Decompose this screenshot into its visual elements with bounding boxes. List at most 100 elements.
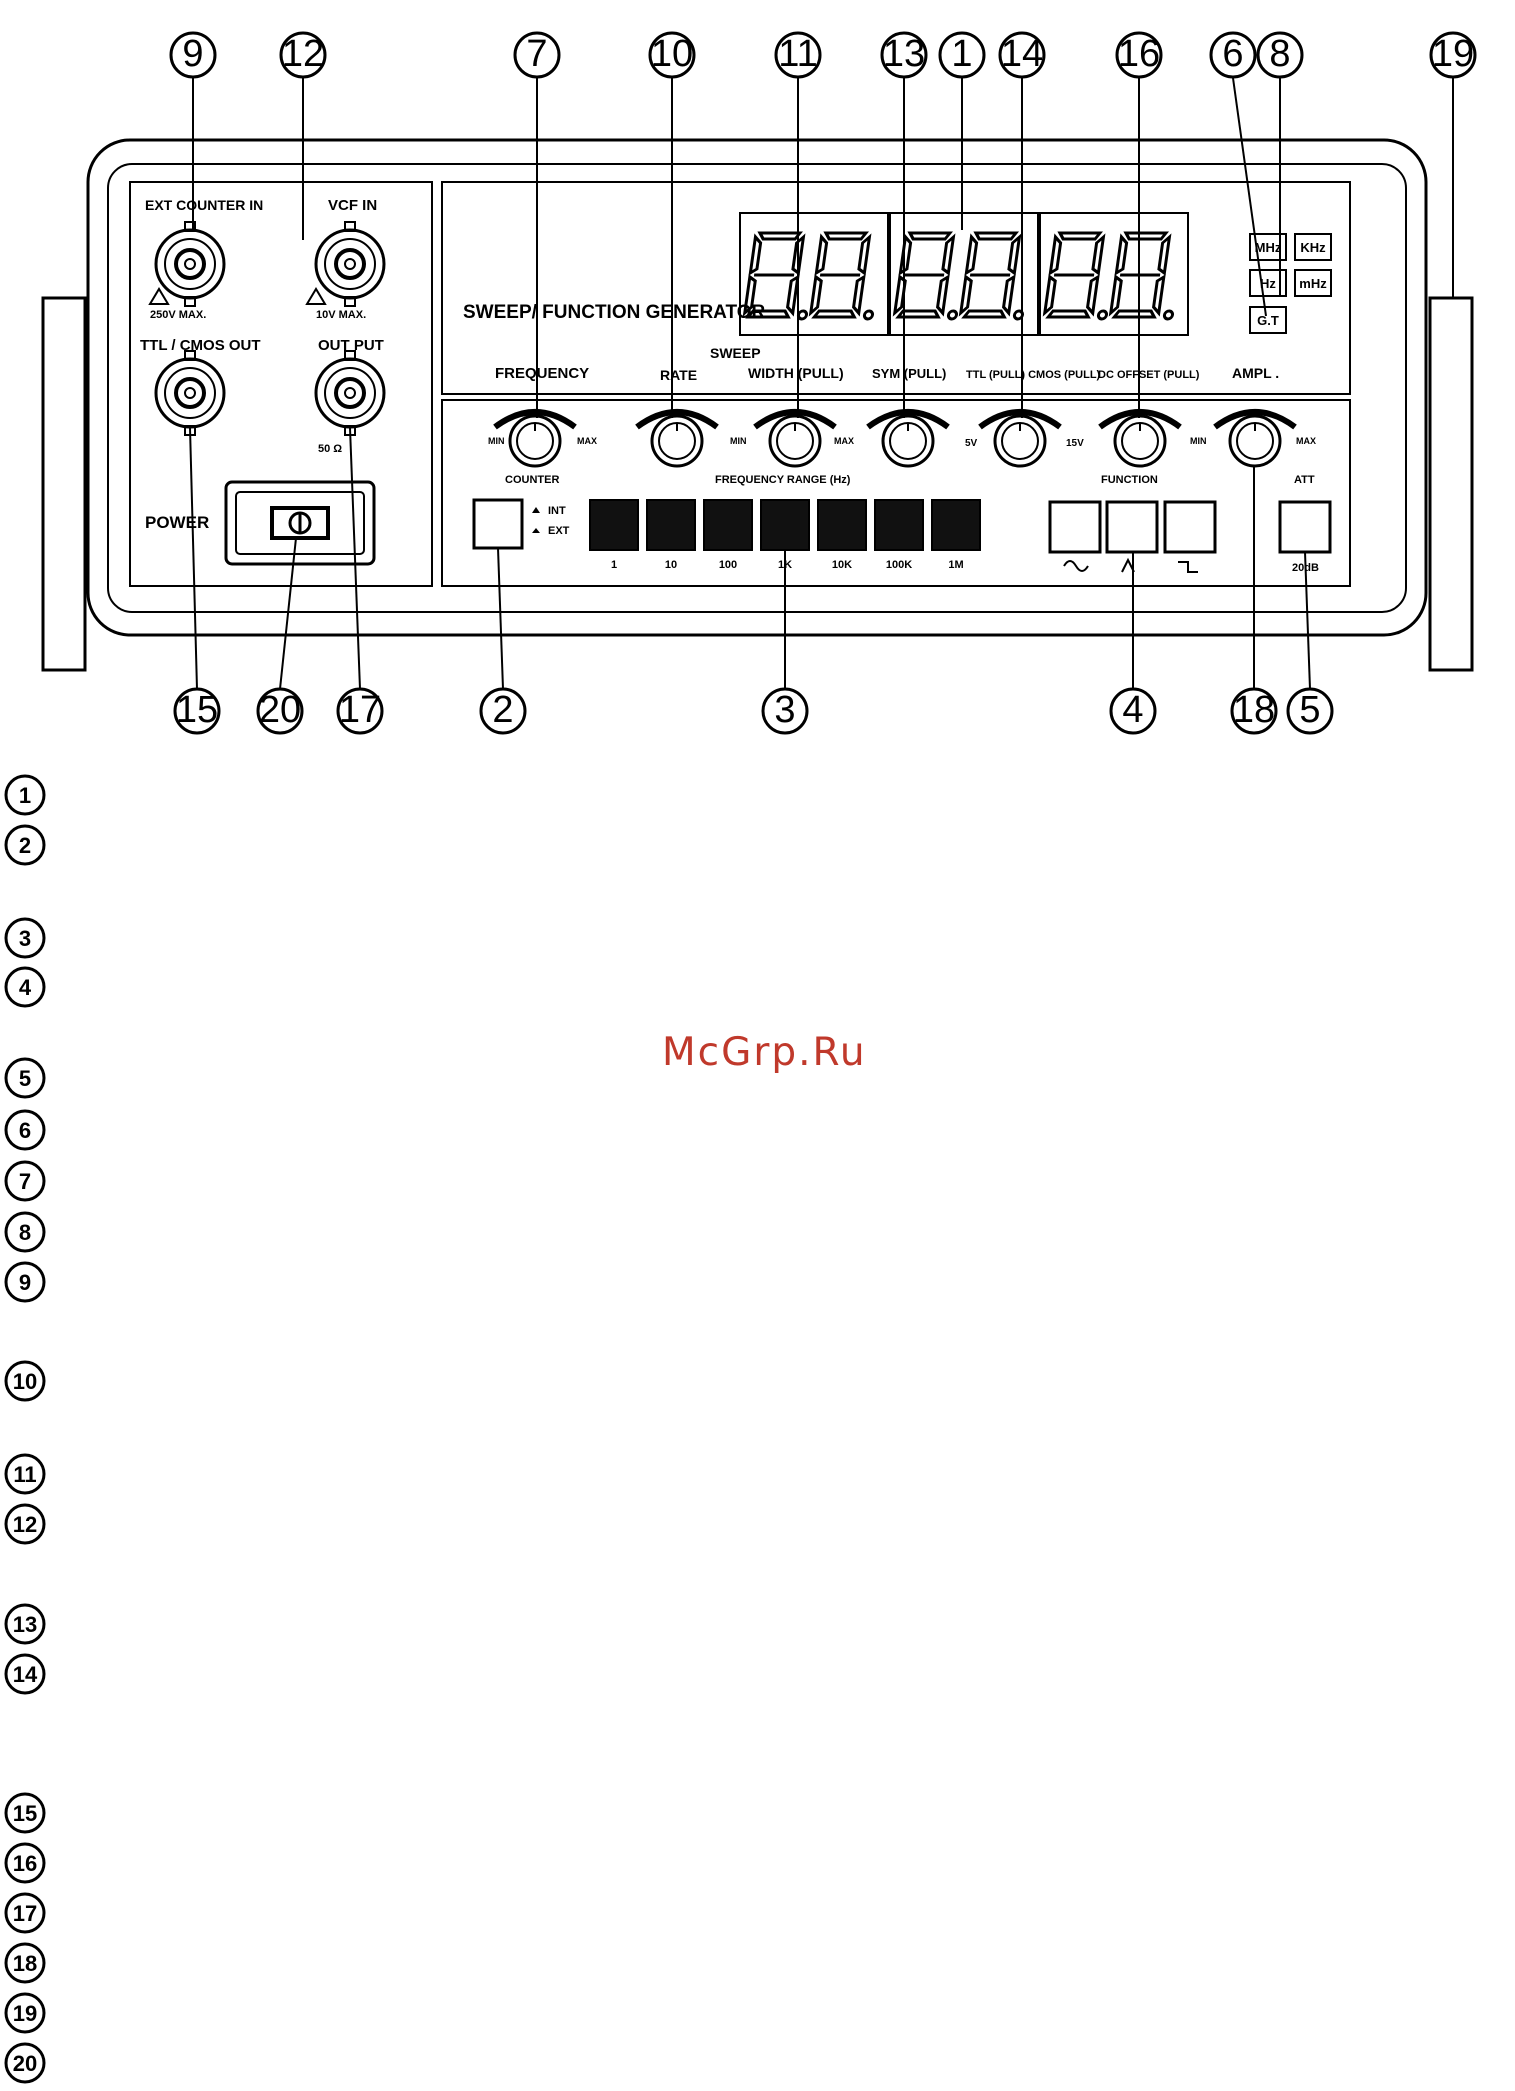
callout-marker: 20 [256, 687, 304, 735]
control-knob[interactable] [978, 409, 1062, 468]
vcf-in-label: VCF IN [328, 197, 377, 214]
dc-offset-knob-label: DC OFFSET (PULL) [1098, 369, 1200, 381]
max-250v-label: 250V MAX. [150, 309, 206, 321]
svg-text:12: 12 [13, 1512, 37, 1537]
digit-display [1039, 212, 1189, 336]
svg-text:20: 20 [259, 689, 301, 731]
function-triangle-button[interactable] [1105, 500, 1159, 554]
control-knob[interactable] [1213, 409, 1297, 468]
unit-indicator [1294, 233, 1332, 261]
att-20db-button[interactable] [1278, 500, 1332, 554]
left-handle [41, 296, 87, 672]
max-label: MAX [1296, 436, 1316, 446]
function-sine-button[interactable] [1048, 500, 1102, 554]
svg-text:17: 17 [339, 689, 381, 731]
width-knob-label: WIDTH (PULL) [748, 365, 844, 381]
seven-segment-digit [1042, 231, 1109, 321]
svg-text:8: 8 [19, 1220, 31, 1245]
5v-label: 5V [965, 438, 978, 449]
legend-number: 7 [4, 1160, 46, 1202]
legend-number: 10 [4, 1360, 46, 1402]
power-switch-knob [288, 511, 312, 535]
callout-marker: 15 [173, 687, 221, 735]
panel-title: SWEEP/ FUNCTION GENERATOR [463, 302, 766, 323]
legend-number: 14 [4, 1653, 46, 1695]
seven-segment-digit [808, 231, 875, 321]
legend-number: 19 [4, 1992, 46, 2034]
bnc-connector[interactable] [314, 350, 386, 436]
svg-text:15: 15 [13, 1801, 37, 1826]
svg-text:6: 6 [1222, 33, 1243, 75]
min-label: MIN [488, 436, 505, 446]
callout-marker: 10 [648, 31, 696, 79]
callout-marker: 18 [1230, 687, 1278, 735]
counter-int-ext-button[interactable] [472, 498, 524, 550]
frequency-range-button[interactable] [931, 499, 981, 551]
legend-number: 16 [4, 1842, 46, 1884]
svg-text:11: 11 [778, 33, 817, 75]
unit-indicator [1249, 306, 1287, 334]
control-knob[interactable] [493, 409, 577, 468]
control-knob[interactable] [1098, 409, 1182, 468]
ttl-cmos-out-label: TTL / CMOS OUT [140, 337, 261, 354]
svg-text:6: 6 [19, 1118, 31, 1143]
bnc-connector[interactable] [154, 350, 226, 436]
unit-indicator [1249, 269, 1287, 297]
frequency-range-button[interactable] [703, 499, 753, 551]
frequency-range-button[interactable] [817, 499, 867, 551]
watermark: McGrp.Ru [662, 1030, 867, 1075]
max-label: MAX [577, 436, 597, 446]
legend-number: 20 [4, 2042, 46, 2084]
ext-counter-in-label: EXT COUNTER IN [145, 197, 263, 213]
frequency-range-button[interactable] [874, 499, 924, 551]
svg-text:11: 11 [13, 1462, 36, 1487]
bnc-connector[interactable] [314, 221, 386, 307]
max-label: MAX [834, 436, 854, 446]
control-knob[interactable] [866, 409, 950, 468]
frequency-range-button[interactable] [760, 499, 810, 551]
frequency-range-button[interactable] [646, 499, 696, 551]
control-knob[interactable] [753, 409, 837, 468]
legend-number: 15 [4, 1792, 46, 1834]
legend-number: 1 [4, 774, 46, 816]
legend-number: 3 [4, 917, 46, 959]
svg-text:16: 16 [13, 1851, 37, 1876]
svg-text:8: 8 [1269, 33, 1290, 75]
svg-text:19: 19 [1432, 33, 1474, 75]
control-knob[interactable] [635, 409, 719, 468]
device-casing [86, 138, 1428, 637]
legend-number: 8 [4, 1211, 46, 1253]
svg-text:3: 3 [774, 689, 795, 731]
power-switch-housing [224, 480, 376, 566]
bnc-connector[interactable] [154, 221, 226, 307]
frequency-range-button[interactable] [589, 499, 639, 551]
ampl-knob-label: AMPL . [1232, 365, 1279, 381]
display-panel [441, 181, 1351, 395]
control-panel [441, 399, 1351, 587]
function-square-button[interactable] [1163, 500, 1217, 554]
frequency-range-label: FREQUENCY RANGE (Hz) [715, 474, 851, 486]
warning-icon [305, 287, 327, 305]
svg-text:1: 1 [19, 783, 31, 808]
svg-text:1: 1 [951, 33, 972, 75]
svg-text:5: 5 [1299, 689, 1320, 731]
callout-marker: 14 [998, 31, 1046, 79]
warning-icon [148, 287, 170, 305]
svg-text:9: 9 [182, 33, 203, 75]
right-handle [1428, 296, 1474, 672]
power-switch-frame [235, 491, 365, 555]
power-switch[interactable] [270, 506, 330, 540]
svg-text:4: 4 [1122, 689, 1143, 731]
ttl-cmos-knob-label: TTL (PULL) CMOS (PULL) [966, 369, 1101, 381]
seven-segment-digit [958, 231, 1025, 321]
callout-marker: 9 [169, 31, 217, 79]
callout-marker: 1 [938, 31, 986, 79]
int-label: INT [548, 505, 566, 517]
callout-marker: 8 [1256, 31, 1304, 79]
rate-knob-label: RATE [660, 367, 697, 383]
svg-text:9: 9 [19, 1270, 31, 1295]
ohm-50-label: 50 Ω [318, 443, 342, 455]
sym-knob-label: SYM (PULL) [872, 366, 946, 381]
callout-marker: 13 [880, 31, 928, 79]
legend-number: 4 [4, 966, 46, 1008]
